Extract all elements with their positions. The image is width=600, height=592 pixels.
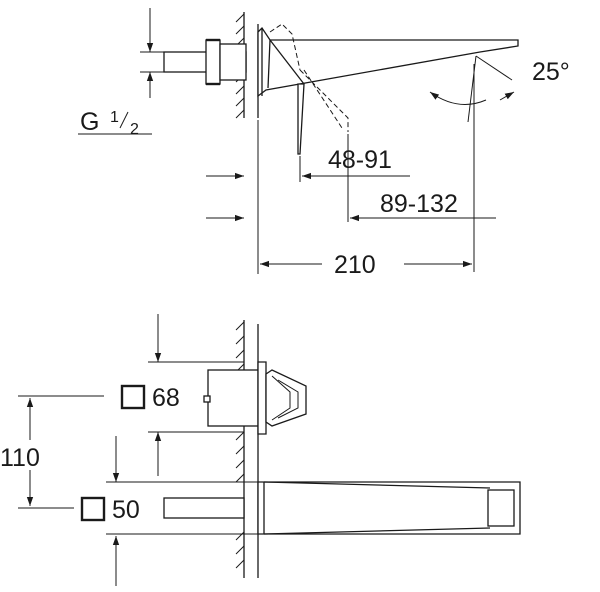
angle-line bbox=[475, 55, 513, 81]
height-label: 110 bbox=[0, 444, 40, 472]
spout-side bbox=[257, 26, 519, 98]
side-view: 25° G 1 2 48-91 89-132 210 bbox=[78, 8, 570, 279]
spout-outlet bbox=[487, 489, 515, 527]
rosette-body bbox=[207, 369, 259, 427]
square-symbol-68 bbox=[120, 384, 146, 410]
spout-size-label: 50 bbox=[112, 496, 140, 524]
supply-pipe-front bbox=[163, 497, 245, 519]
body-flange-left bbox=[205, 39, 221, 85]
outlet-range-label: 48-91 bbox=[328, 146, 392, 174]
square-symbol-50 bbox=[80, 496, 106, 522]
outlet-stream bbox=[297, 83, 305, 155]
rosette-size-label: 68 bbox=[152, 384, 180, 412]
total-length-label: 210 bbox=[334, 251, 376, 279]
svg-text:1: 1 bbox=[110, 109, 119, 126]
handle-lever bbox=[265, 369, 307, 427]
body-block bbox=[219, 43, 247, 81]
svg-text:G: G bbox=[80, 108, 99, 136]
projection-range-label: 89-132 bbox=[380, 190, 458, 218]
wall-hatching-front bbox=[235, 321, 245, 569]
front-view: 68 110 50 bbox=[0, 314, 521, 586]
thread-label: G 1 2 bbox=[78, 108, 152, 138]
svg-text:2: 2 bbox=[130, 121, 139, 138]
angle-label: 25° bbox=[532, 58, 570, 86]
spout-front bbox=[257, 481, 521, 535]
